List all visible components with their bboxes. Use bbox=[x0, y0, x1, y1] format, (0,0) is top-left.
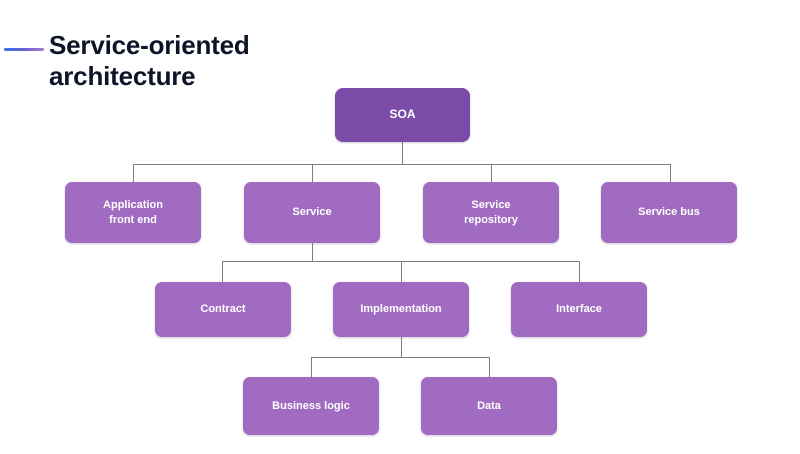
connector-to-service bbox=[312, 164, 313, 182]
connector-to-data bbox=[489, 357, 490, 377]
node-soa[interactable]: SOA bbox=[335, 88, 470, 142]
connector-to-contract bbox=[222, 261, 223, 282]
node-service-repository[interactable]: Service repository bbox=[423, 182, 559, 243]
connector-to-business-logic bbox=[311, 357, 312, 377]
page-title: Service-oriented architecture bbox=[49, 30, 250, 91]
node-contract[interactable]: Contract bbox=[155, 282, 291, 337]
node-implementation[interactable]: Implementation bbox=[333, 282, 469, 337]
node-data[interactable]: Data bbox=[421, 377, 557, 435]
connector-level4-bus bbox=[311, 357, 490, 358]
node-interface[interactable]: Interface bbox=[511, 282, 647, 337]
title-accent-bar bbox=[4, 48, 44, 51]
connector-to-service-repository bbox=[491, 164, 492, 182]
node-business-logic[interactable]: Business logic bbox=[243, 377, 379, 435]
connector-soa-stem bbox=[402, 142, 403, 164]
node-service[interactable]: Service bbox=[244, 182, 380, 243]
connector-service-stem bbox=[312, 243, 313, 261]
connector-to-interface bbox=[579, 261, 580, 282]
connector-level2-bus bbox=[133, 164, 671, 165]
connector-to-application-front-end bbox=[133, 164, 134, 182]
connector-implementation-stem bbox=[401, 337, 402, 357]
connector-level3-bus bbox=[222, 261, 579, 262]
node-service-bus[interactable]: Service bus bbox=[601, 182, 737, 243]
connector-to-implementation bbox=[401, 261, 402, 282]
connector-to-service-bus bbox=[670, 164, 671, 182]
node-application-front-end[interactable]: Application front end bbox=[65, 182, 201, 243]
